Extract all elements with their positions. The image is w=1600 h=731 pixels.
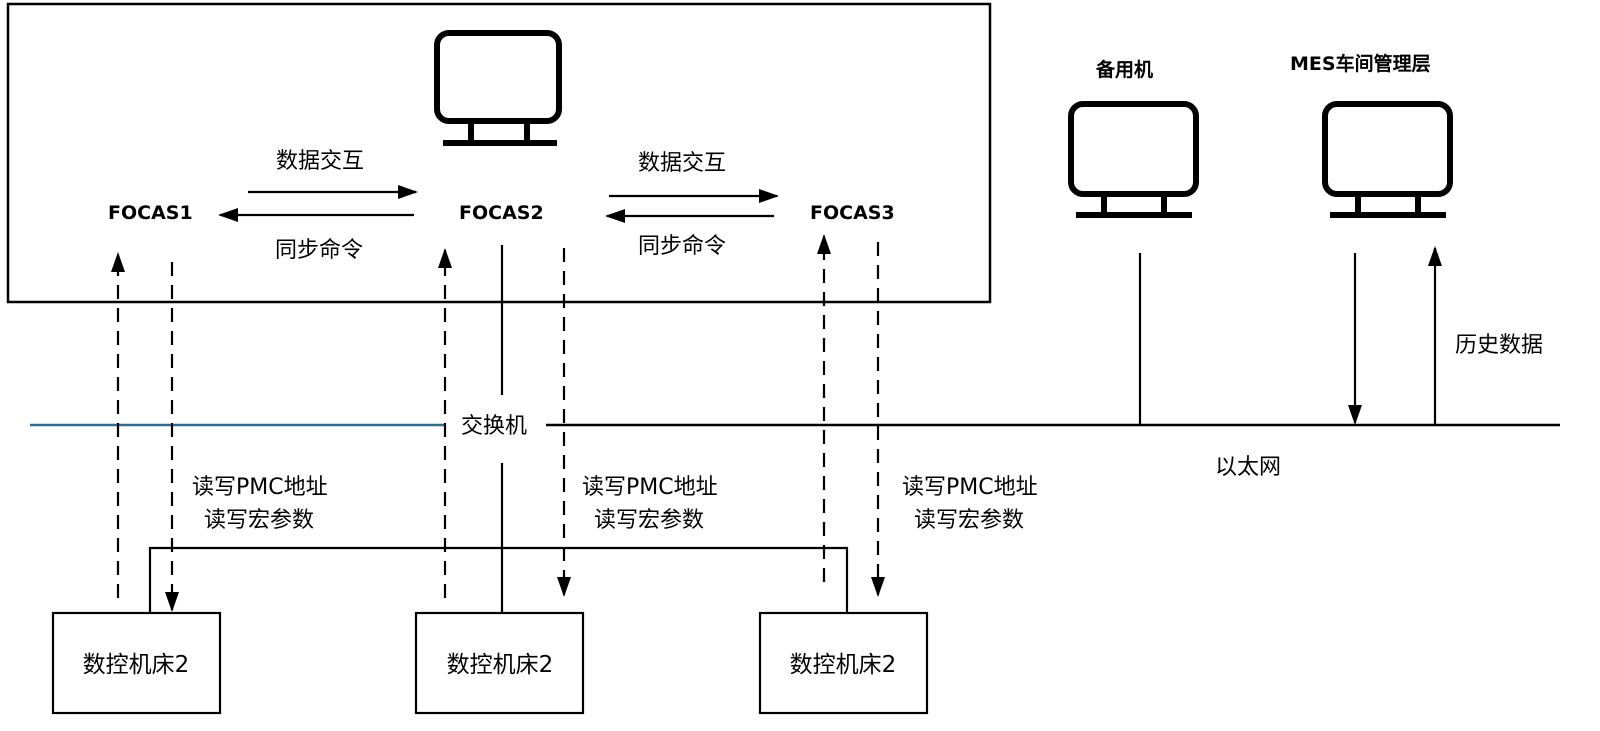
rw-macro-label-3: 读写宏参数: [914, 508, 1024, 533]
rw-pmc-label-3: 读写PMC地址: [902, 475, 1038, 500]
cnc-machine-box-3: 数控机床2: [758, 611, 929, 715]
mes-label: MES车间管理层: [1290, 52, 1431, 75]
ethernet-label: 以太网: [1215, 455, 1281, 480]
rw-macro-label-1: 读写宏参数: [204, 508, 314, 533]
backup-monitor-icon: [1068, 101, 1199, 218]
cnc-machine-box-1: 数控机床2: [51, 611, 222, 715]
focas3-label: FOCAS3: [810, 202, 895, 224]
focas2-label: FOCAS2: [459, 202, 544, 224]
rw-pmc-label-1: 读写PMC地址: [192, 475, 328, 500]
sync-command-label-right: 同步命令: [638, 234, 726, 259]
cnc-machine-label-2: 数控机床2: [447, 652, 554, 678]
rw-macro-label-2: 读写宏参数: [594, 508, 704, 533]
host-monitor-icon: [434, 30, 562, 146]
backup-label: 备用机: [1095, 58, 1153, 81]
machine1-to-machine3-link: [148, 546, 849, 613]
history-data-label: 历史数据: [1455, 333, 1543, 358]
switch-label: 交换机: [461, 414, 527, 439]
mes-monitor-icon: [1322, 101, 1453, 218]
host-frame: [6, 2, 992, 304]
rw-pmc-label-2: 读写PMC地址: [582, 475, 718, 500]
focas1-label: FOCAS1: [108, 202, 193, 224]
data-exchange-label-left: 数据交互: [276, 149, 364, 174]
cnc-machine-box-2: 数控机床2: [414, 611, 585, 715]
cnc-machine-label-1: 数控机床2: [83, 652, 190, 678]
cnc-machine-label-3: 数控机床2: [790, 652, 897, 678]
data-exchange-label-right: 数据交互: [638, 151, 726, 176]
sync-command-label-left: 同步命令: [275, 238, 363, 263]
